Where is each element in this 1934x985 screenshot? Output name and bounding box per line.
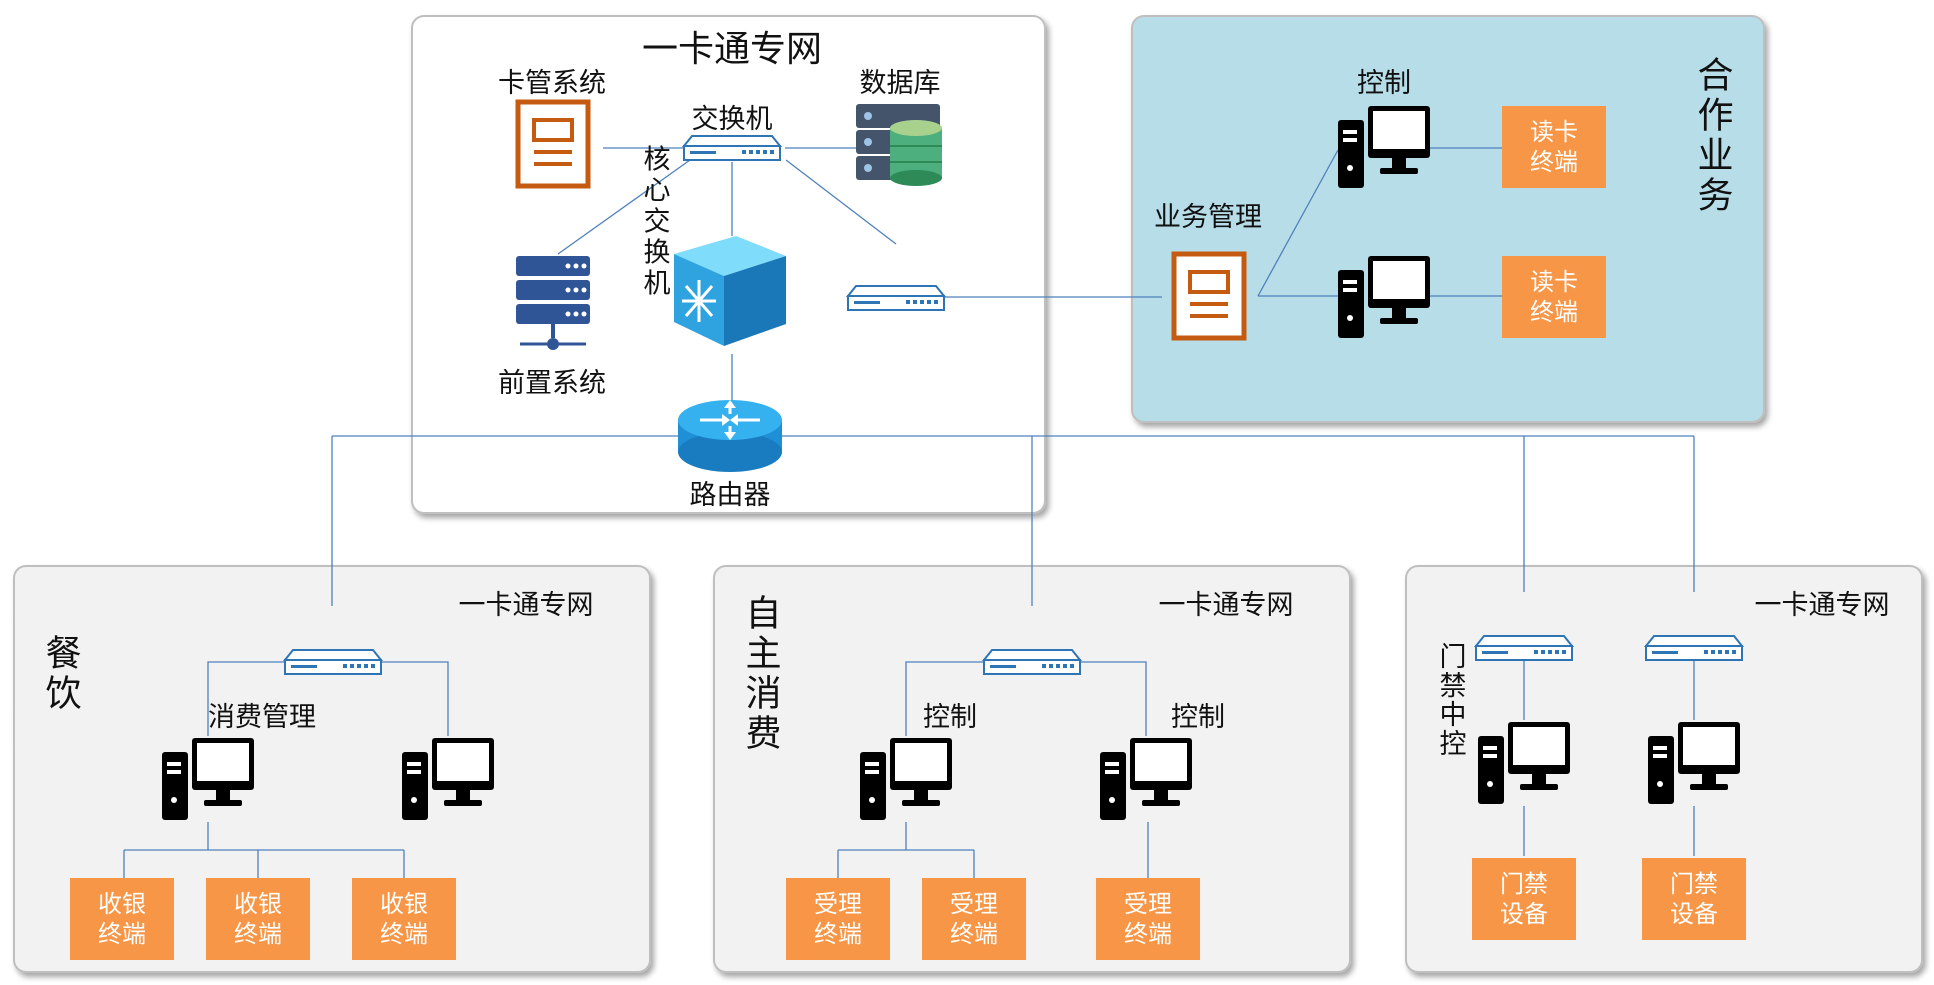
self-service-net-label: 一卡通专网	[1159, 590, 1294, 621]
switch-label: 交换机	[692, 104, 773, 135]
service-terminal-2: 受理 终端	[922, 878, 1026, 960]
cashier-terminal-2: 收银 终端	[206, 878, 310, 960]
access-switch-icon-1	[1475, 635, 1573, 661]
partner-control-label: 控制	[1357, 68, 1411, 99]
self-service-control-label-2: 控制	[1171, 702, 1225, 733]
svg-text:受理: 受理	[1124, 890, 1172, 918]
svg-text:收银: 收银	[98, 890, 146, 918]
core-switch-label: 核心交换机	[639, 144, 671, 299]
connection-lines	[123, 147, 1695, 878]
access-switch-icon-2	[1645, 635, 1743, 661]
catering-mgmt-label: 消费管理	[208, 702, 316, 733]
svg-text:终端: 终端	[1124, 920, 1172, 948]
service-terminal-1: 受理 终端	[786, 878, 890, 960]
catering-net-label: 一卡通专网	[459, 590, 594, 621]
svg-text:读卡: 读卡	[1530, 118, 1578, 146]
self-service-control-label-1: 控制	[923, 702, 977, 733]
access-title: 门禁中控	[1435, 642, 1467, 758]
access-device-2: 门禁 设备	[1642, 858, 1746, 940]
svg-text:终端: 终端	[1530, 298, 1578, 326]
cashier-terminal-1: 收银 终端	[70, 878, 174, 960]
svg-text:收银: 收银	[234, 890, 282, 918]
router-label: 路由器	[690, 480, 771, 511]
core-switch-icon	[674, 236, 786, 346]
svg-text:终端: 终端	[234, 920, 282, 948]
right-switch-icon	[847, 285, 945, 311]
svg-text:终端: 终端	[950, 920, 998, 948]
switch-icon	[683, 135, 781, 161]
self-service-switch-icon	[983, 649, 1081, 675]
database-label: 数据库	[860, 68, 941, 99]
core-panel-title: 一卡通专网	[642, 29, 822, 70]
access-device-1: 门禁 设备	[1472, 858, 1576, 940]
card-mgmt-label: 卡管系统	[498, 68, 606, 99]
cashier-terminal-3: 收银 终端	[352, 878, 456, 960]
partner-title: 合作业务	[1692, 56, 1733, 216]
biz-mgmt-label: 业务管理	[1154, 202, 1262, 233]
service-terminal-3: 受理 终端	[1096, 878, 1200, 960]
svg-text:受理: 受理	[950, 890, 998, 918]
front-system-label: 前置系统	[498, 368, 606, 399]
card-mgmt-doc-icon	[518, 102, 588, 186]
svg-text:读卡: 读卡	[1530, 268, 1578, 296]
front-system-server-icon	[516, 256, 590, 350]
svg-text:终端: 终端	[814, 920, 862, 948]
svg-text:终端: 终端	[1530, 148, 1578, 176]
svg-text:门禁: 门禁	[1500, 870, 1548, 898]
database-icon	[856, 104, 942, 186]
biz-mgmt-doc-icon	[1174, 254, 1244, 338]
card-reader-terminal-1: 读卡 终端	[1502, 106, 1606, 188]
card-reader-terminal-2: 读卡 终端	[1502, 256, 1606, 338]
svg-text:门禁: 门禁	[1670, 870, 1718, 898]
svg-text:收银: 收银	[380, 890, 428, 918]
catering-title: 餐饮	[40, 634, 82, 714]
svg-text:终端: 终端	[380, 920, 428, 948]
access-net-label: 一卡通专网	[1755, 590, 1890, 621]
svg-text:设备: 设备	[1500, 900, 1548, 928]
svg-text:设备: 设备	[1670, 900, 1718, 928]
svg-text:受理: 受理	[814, 890, 862, 918]
svg-text:终端: 终端	[98, 920, 146, 948]
catering-switch-icon	[284, 649, 382, 675]
router-icon	[678, 400, 782, 472]
self-service-title: 自主消费	[740, 594, 781, 754]
